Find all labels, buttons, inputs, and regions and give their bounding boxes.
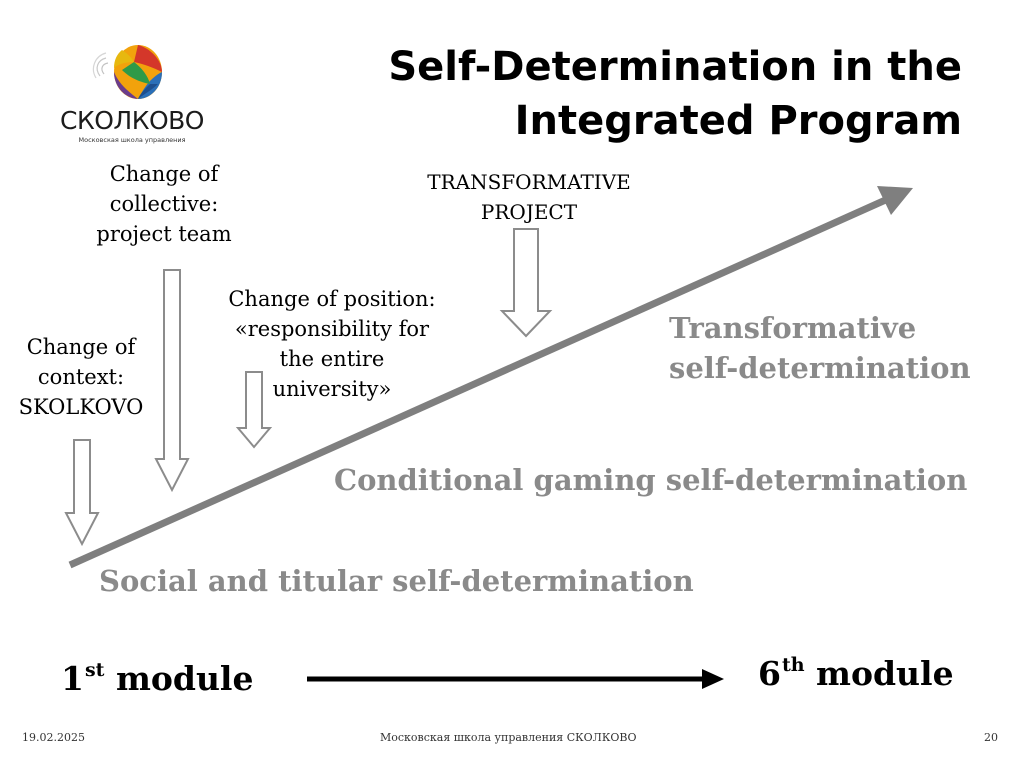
stage-transformative: Transformative self-determination <box>669 311 971 385</box>
logo-wordmark: СКОЛКОВО <box>60 106 204 135</box>
footer-date: 19.02.2025 <box>22 731 85 744</box>
progress-diagonal-arrow-head <box>877 186 913 215</box>
title-line-2: Integrated Program <box>514 98 962 144</box>
context-down-arrow-icon <box>64 439 100 547</box>
footer-page-number: 20 <box>984 731 998 744</box>
module-start-label: 1st module <box>61 659 254 698</box>
note-change-of-context: Change of context: SKOLKOVO <box>18 335 144 419</box>
project-down-arrow-icon <box>499 228 553 338</box>
title-line-1: Self-Determination in the <box>388 44 962 90</box>
note-change-of-collective: Change of collective: project team <box>96 162 232 246</box>
skolkovo-logo: СКОЛКОВО Московская школа управления <box>52 38 212 148</box>
module-end-label: 6th module <box>758 654 954 693</box>
footer-organization: Московская школа управления СКОЛКОВО <box>380 731 637 744</box>
logo-globe-icon <box>92 45 162 99</box>
slide-title: Self-Determination in the Integrated Pro… <box>362 40 962 148</box>
module-arrow-head <box>702 669 724 689</box>
collective-down-arrow-icon <box>154 269 190 493</box>
stage-conditional-gaming: Conditional gaming self-determination <box>334 463 968 497</box>
stage-social-titular: Social and titular self-determination <box>99 564 694 598</box>
logo-subtitle: Московская школа управления <box>78 136 186 144</box>
progress-diagonal-arrow-shaft <box>68 194 892 569</box>
note-change-of-position: Change of position: «responsibility for … <box>228 287 436 401</box>
note-transformative-project: TRANSFORMATIVE PROJECT <box>427 170 631 224</box>
position-down-arrow-icon <box>235 371 273 449</box>
